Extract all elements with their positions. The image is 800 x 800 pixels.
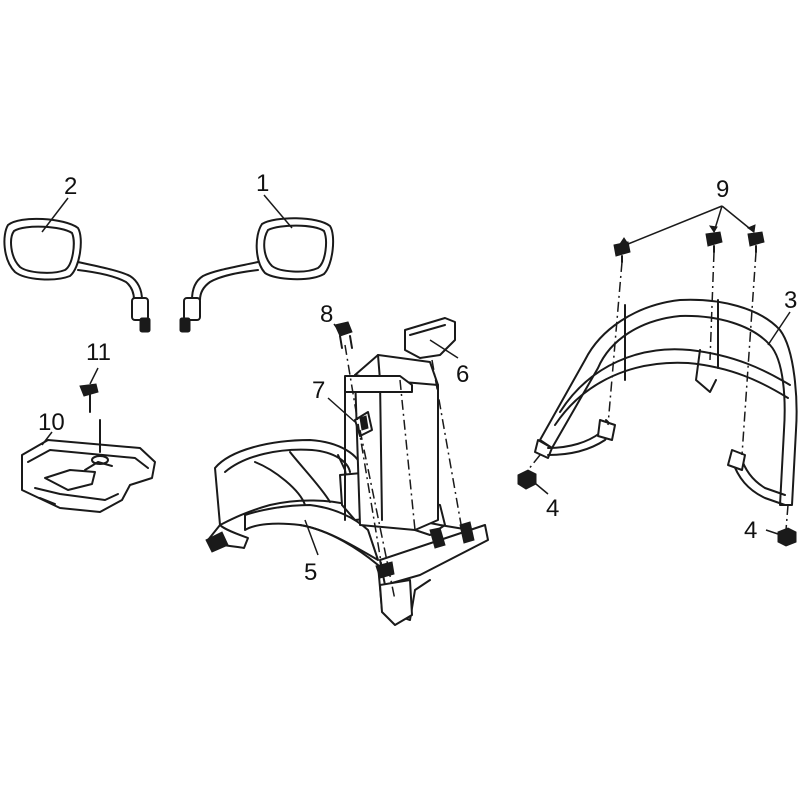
callout-1: 1	[256, 170, 269, 197]
callout-3: 3	[784, 287, 797, 314]
callout-6: 6	[456, 361, 469, 388]
callout-5: 5	[304, 559, 317, 586]
left-mirror	[3, 217, 151, 333]
leader-2	[41, 197, 69, 233]
screw-11	[79, 367, 99, 413]
assembly-centerlines-right	[527, 251, 789, 531]
bolt-8	[334, 321, 353, 349]
bracket-plate-10	[21, 419, 156, 513]
callout-8: 8	[320, 301, 333, 328]
callout-4-left: 4	[546, 495, 559, 522]
grab-bar-3	[534, 298, 798, 506]
leader-10	[41, 431, 53, 446]
callout-9: 9	[716, 176, 729, 203]
callout-7: 7	[312, 377, 325, 404]
right-mirror	[179, 217, 335, 333]
leader-8	[333, 323, 341, 333]
callout-4-right: 4	[744, 517, 757, 544]
fender-frame-5	[205, 439, 489, 626]
leader-1	[263, 194, 293, 229]
frame-column	[344, 354, 439, 531]
callout-10: 10	[38, 409, 65, 436]
callout-2: 2	[64, 173, 77, 200]
nut-4-right	[765, 527, 797, 547]
bolts-9	[613, 205, 765, 263]
plate-6	[404, 317, 459, 359]
assembly-centerlines-middle	[344, 344, 463, 601]
callout-11: 11	[86, 339, 111, 366]
nut-4-left	[517, 469, 549, 495]
